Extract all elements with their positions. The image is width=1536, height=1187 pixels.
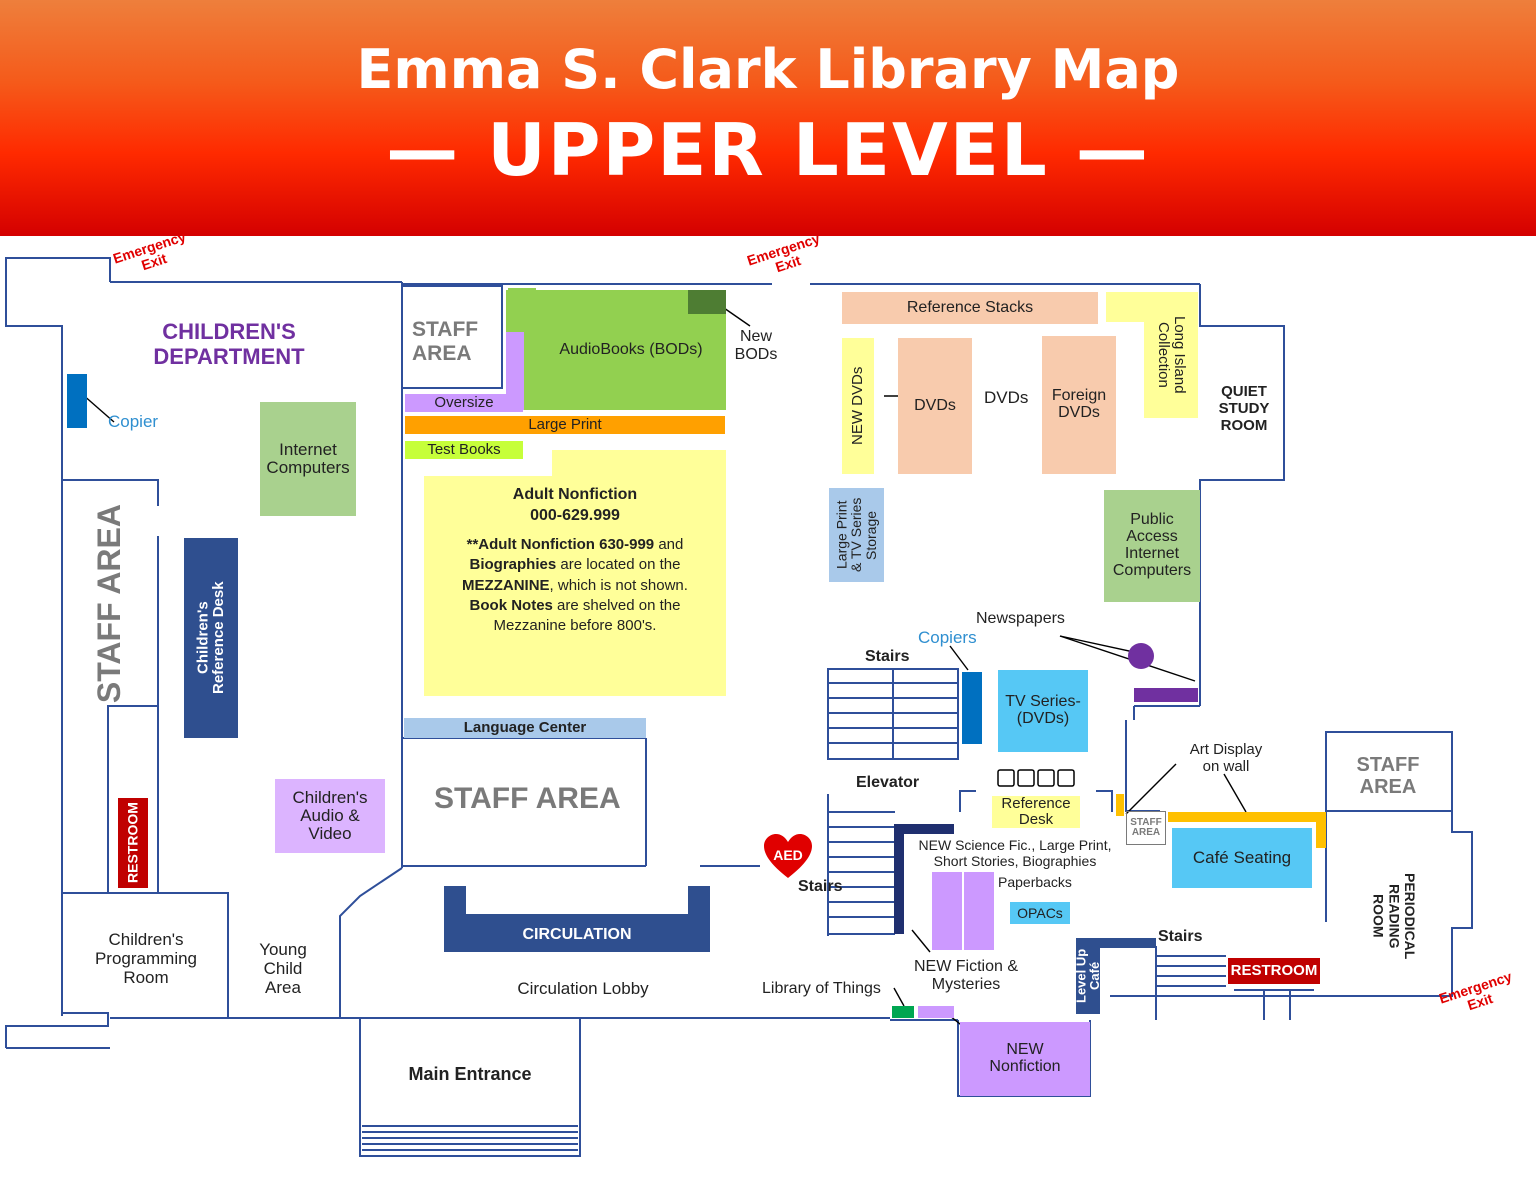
tv-series-dvds: TV Series- (DVDs) [998, 670, 1088, 752]
adult-nonfiction-area: Adult Nonfiction 000-629.999 **Adult Non… [424, 476, 726, 696]
note-part: Mezzanine before 800's. [493, 617, 657, 634]
newspapers-label: Newspapers [976, 610, 1065, 627]
oversize-vertical [506, 332, 524, 410]
adult-nonfiction-tab [552, 450, 726, 480]
quiet-study-room: QUIET STUDY ROOM [1218, 383, 1270, 434]
opacs: OPACs [1010, 902, 1070, 924]
new-bods-shelf [688, 290, 726, 314]
paperbacks-label: Paperbacks [998, 874, 1072, 890]
header-banner: Emma S. Clark Library Map — UPPER LEVEL … [0, 0, 1536, 236]
note-part: Book Notes [469, 596, 553, 614]
page-subtitle: — UPPER LEVEL — [386, 108, 1150, 192]
note-part: and [654, 536, 684, 553]
language-center: Language Center [404, 718, 646, 738]
dvds-shelf: DVDs [898, 338, 972, 474]
note-part: Biographies [469, 556, 557, 574]
stairs-bottom: Stairs [1158, 928, 1203, 945]
library-of-things: Library of Things [762, 980, 881, 997]
copier-label: Copier [108, 412, 159, 431]
stairs-top: Stairs [865, 648, 910, 665]
circulation-lobby: Circulation Lobby [517, 979, 649, 998]
dvds-label: DVDs [984, 388, 1029, 407]
large-print-shelf: Large Print [405, 416, 725, 434]
note-part: are shelved on the [552, 596, 681, 614]
copiers-label: Copiers [918, 628, 977, 647]
staff-area-top: STAFF AREA [412, 318, 479, 365]
elevator-label: Elevator [856, 774, 920, 791]
stairs-middle: Stairs [798, 878, 843, 895]
level-up-cafe-counter [1076, 938, 1156, 948]
new-nonfiction-shelf [918, 1006, 954, 1018]
oversize: Oversize [405, 394, 523, 412]
note-part: MEZZANINE [462, 576, 550, 594]
aed-heart-icon [764, 834, 812, 878]
aed-label: AED [773, 847, 803, 863]
art-display-wall-right [1316, 812, 1326, 848]
library-of-things-shelf [892, 1006, 914, 1018]
newspaper-rack-round [1128, 643, 1154, 669]
adult-nonfiction-title: Adult Nonfiction [512, 486, 638, 503]
new-fiction-mysteries: NEW Fiction & Mysteries [913, 958, 1018, 993]
reference-desk: Reference Desk [992, 796, 1080, 828]
adult-nonfiction-range: 000-629.999 [530, 507, 620, 524]
long-island-collection: Long Island Collection [1144, 292, 1198, 418]
note-part: **Adult Nonfiction 630-999 [466, 536, 655, 553]
young-child-area: Young Child Area [259, 940, 307, 998]
wall-outline [5, 257, 1473, 1157]
new-nonfiction: NEW Nonfiction [960, 1022, 1090, 1096]
page-title: Emma S. Clark Library Map [356, 38, 1180, 101]
copiers-machine [962, 672, 982, 744]
art-display-label: Art Display on wall [1189, 741, 1263, 775]
new-science-fic: NEW Science Fic., Large Print, Short Sto… [918, 837, 1112, 869]
new-fiction-shelf-2 [964, 872, 994, 950]
childrens-department-label: CHILDREN'S DEPARTMENT [153, 319, 305, 369]
public-access-computers: Public Access Internet Computers [1104, 490, 1200, 602]
new-science-fic-shelf-v [894, 824, 904, 934]
new-bods-label: New BODs [734, 328, 778, 363]
internet-computers: Internet Computers [260, 402, 356, 516]
large-print-tv-storage: Large Print & TV Series Storage [829, 488, 884, 582]
level-up-cafe: Level Up Café [1073, 938, 1102, 1014]
staff-area-small: STAFF AREA [1126, 811, 1166, 845]
test-books: Test Books [405, 441, 523, 459]
reference-desk-chairs [997, 769, 1075, 787]
staff-area-left: STAFF AREA [91, 504, 127, 704]
adult-nonfiction-note: **Adult Nonfiction 630-999 and Biographi… [424, 535, 726, 636]
main-entrance: Main Entrance [408, 1064, 532, 1084]
art-display-wall-left [1116, 794, 1124, 816]
art-display-wall [1168, 812, 1326, 822]
floor-map: Emergency Exit Emergency Exit Emergency … [0, 228, 1536, 1187]
periodical-reading-room: PERIODICAL READING ROOM [1370, 872, 1419, 960]
restroom-right: RESTROOM [1228, 958, 1320, 984]
childrens-programming-room: Children's Programming Room [94, 930, 198, 988]
circulation-label: CIRCULATION [522, 926, 632, 943]
note-part: , which is not shown. [549, 576, 688, 594]
copier-machine [67, 374, 87, 428]
newspaper-rack [1134, 688, 1198, 702]
staff-area-right: STAFF AREA [1356, 754, 1420, 799]
new-dvds: NEW DVDs [842, 338, 874, 474]
cafe-seating: Café Seating [1172, 828, 1312, 888]
childrens-audio-video: Children's Audio & Video [275, 779, 385, 853]
childrens-reference-desk: Children's Reference Desk [184, 538, 238, 738]
staff-area-middle: STAFF AREA [434, 782, 621, 815]
foreign-dvds: Foreign DVDs [1042, 336, 1116, 474]
note-part: are located on the [556, 556, 681, 574]
restroom-left: RESTROOM [118, 798, 148, 888]
new-science-fic-shelf-h [894, 824, 954, 834]
new-fiction-shelf-1 [932, 872, 962, 950]
reference-stacks: Reference Stacks [842, 292, 1098, 324]
